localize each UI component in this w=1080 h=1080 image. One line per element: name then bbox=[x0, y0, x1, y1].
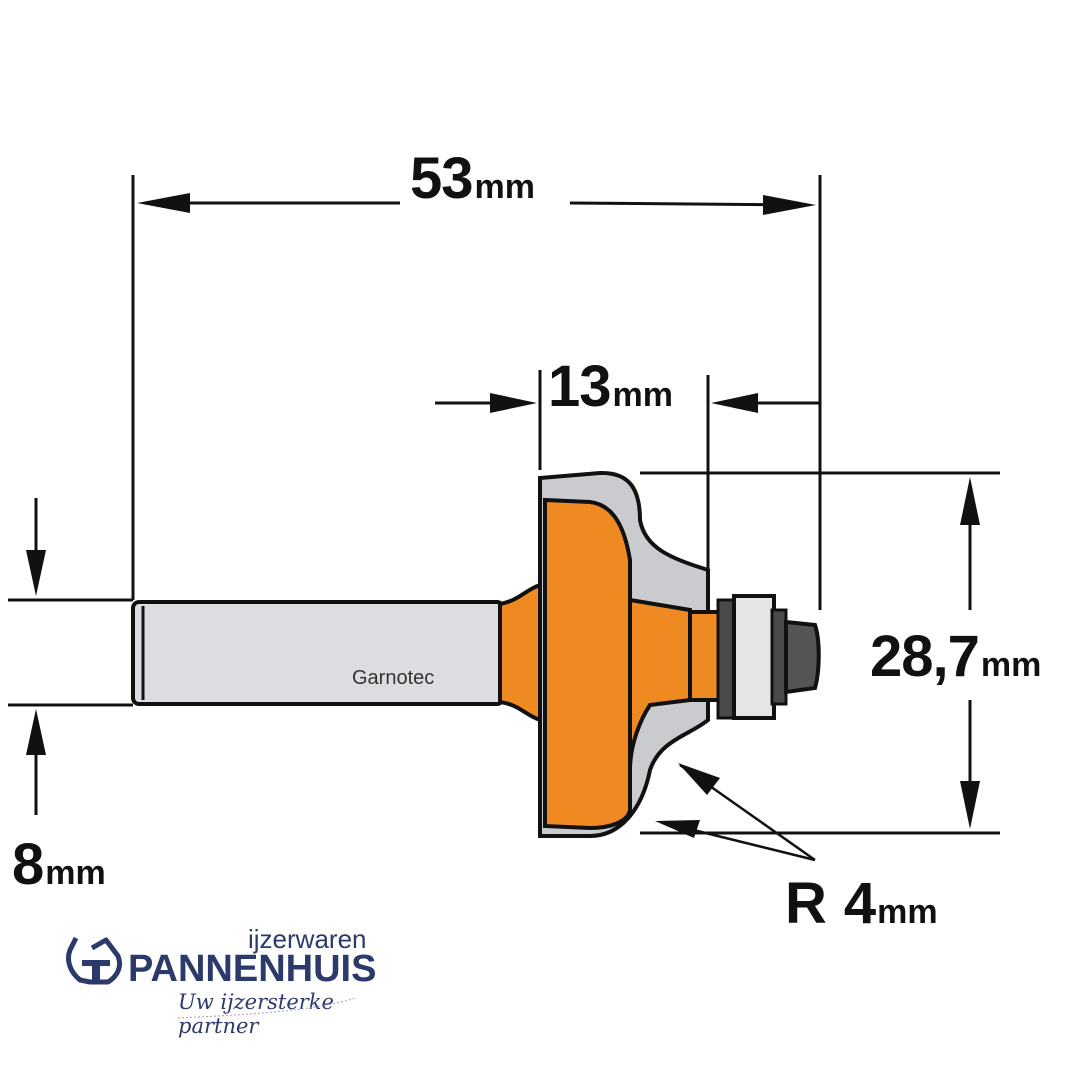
shank-brand-label: Garnotec bbox=[352, 667, 435, 689]
arrowheads bbox=[26, 193, 980, 838]
logo-slogan: Uw ijzersterke partner bbox=[178, 990, 334, 1038]
radius-unit: mm bbox=[877, 893, 938, 931]
logo-swoosh bbox=[177, 997, 357, 1019]
radius-value: 4 bbox=[843, 871, 876, 936]
shank-diameter-label: 8mm bbox=[12, 836, 106, 894]
cutter-neck bbox=[498, 582, 542, 723]
spindle bbox=[688, 610, 722, 702]
shank bbox=[131, 600, 505, 706]
radius-prefix: R bbox=[785, 871, 827, 936]
shank-diameter-value: 8 bbox=[12, 832, 44, 897]
bearing bbox=[716, 594, 821, 720]
cutting-height-value: 13 bbox=[548, 354, 612, 419]
pannenhuis-logo: ijzerwaren PANNENHUIS Uw ijzersterke par… bbox=[60, 920, 380, 1038]
overall-length-value: 53 bbox=[410, 146, 474, 211]
cutting-diameter-unit: mm bbox=[980, 646, 1042, 684]
cutting-height-unit: mm bbox=[612, 376, 673, 414]
dimension-lines bbox=[8, 175, 1000, 862]
overall-length-unit: mm bbox=[474, 168, 535, 206]
cutter-body bbox=[543, 497, 692, 831]
cutting-diameter-value: 28,7 bbox=[870, 624, 980, 689]
cutting-diameter-label: 28,7mm bbox=[870, 628, 1041, 686]
shank-diameter-unit: mm bbox=[45, 854, 106, 892]
cutting-height-label: 13mm bbox=[548, 358, 673, 416]
logo-subtitle: ijzerwaren bbox=[248, 924, 367, 954]
pannenhuis-logo-icon bbox=[65, 936, 123, 985]
logo-brand: PANNENHUIS bbox=[128, 948, 377, 990]
overall-length-label: 53mm bbox=[410, 150, 535, 208]
